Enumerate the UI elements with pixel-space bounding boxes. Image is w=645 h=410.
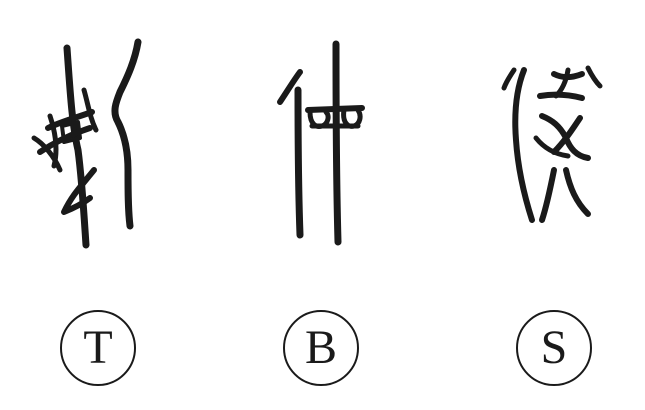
label-t-text: T bbox=[83, 321, 113, 374]
seal-script-character-s bbox=[480, 30, 620, 260]
seal-script-character-b bbox=[250, 30, 390, 260]
label-s-text: S bbox=[540, 321, 568, 374]
label-s: S bbox=[516, 310, 592, 386]
label-b: B bbox=[283, 310, 359, 386]
label-t: T bbox=[60, 310, 136, 386]
seal-script-character-s-drawing bbox=[501, 65, 603, 223]
seal-script-character-b-drawing bbox=[277, 40, 365, 246]
label-b-text: B bbox=[304, 321, 337, 374]
seal-script-character-t bbox=[20, 30, 160, 260]
seal-script-character-t-drawing bbox=[31, 38, 142, 249]
